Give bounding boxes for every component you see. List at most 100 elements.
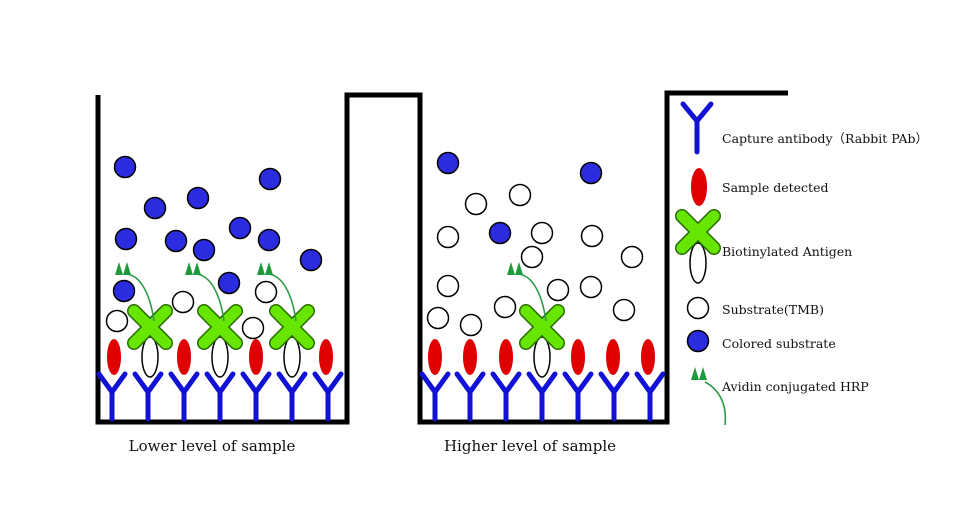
colored-substrate	[114, 227, 138, 251]
capture-antibody-shape	[598, 371, 630, 422]
colored-substrate-icon	[686, 329, 710, 353]
legend-label-antigen: Biotinylated Antigen	[722, 244, 852, 259]
capture-antibody-shape	[132, 371, 164, 422]
sample-detected	[177, 339, 191, 375]
substrate-tmb	[493, 295, 517, 319]
capture-antibody	[96, 371, 128, 422]
colored-substrate	[143, 196, 167, 220]
avidin-hrp	[115, 262, 131, 275]
colored-substrate	[436, 151, 460, 175]
capture-antibody	[598, 371, 630, 422]
antigen-fill	[676, 210, 720, 254]
substrate-tmb	[254, 280, 278, 304]
legend-label-colored: Colored substrate	[722, 336, 836, 351]
legend-label-substrate: Substrate(TMB)	[722, 302, 824, 317]
substrate-tmb	[436, 274, 460, 298]
substrate-tmb	[508, 183, 532, 207]
capture-antibody-shape	[240, 371, 272, 422]
colored-substrate	[257, 228, 281, 252]
substrate-tmb	[459, 313, 483, 337]
colored-substrate	[112, 279, 136, 303]
well-caption-lower: Lower level of sample	[129, 437, 296, 455]
capture-antibody-shape	[276, 371, 308, 422]
substrate-tmb	[105, 309, 129, 333]
substrate-tmb	[241, 316, 265, 340]
capture-antibody-shape	[490, 371, 522, 422]
capture-antibody-shape	[96, 371, 128, 422]
capture-antibody	[312, 371, 344, 422]
capture-antibody	[634, 371, 666, 422]
well-caption-higher: Higher level of sample	[444, 437, 616, 455]
substrate-tmb-icon	[686, 296, 710, 320]
capture-antibody-shape	[562, 371, 594, 422]
substrate-tmb	[612, 298, 636, 322]
capture-antibody	[276, 371, 308, 422]
biotinylated-antigen	[198, 305, 242, 349]
capture-antibody	[419, 371, 451, 422]
antigen-complex	[115, 262, 173, 378]
colored-substrate	[258, 167, 282, 191]
sample-detected	[249, 339, 263, 375]
biotinylated-antigen	[128, 305, 172, 349]
colored-substrate	[299, 248, 323, 272]
well-outline	[95, 90, 788, 425]
colored-substrate	[164, 229, 188, 253]
sample-detected	[319, 339, 333, 375]
capture-antibody-shape	[419, 371, 451, 422]
avidin-hrp	[691, 367, 707, 380]
antigen-stalk	[141, 336, 159, 378]
substrate-tmb	[546, 278, 570, 302]
biotinylated-antigen	[270, 305, 314, 349]
antigen-complex	[257, 262, 315, 378]
antigen-stalk	[689, 242, 707, 284]
colored-substrate	[192, 238, 216, 262]
colored-substrate	[217, 271, 241, 295]
biotinylated-antigen-icon	[675, 209, 721, 284]
substrate-tmb	[580, 224, 604, 248]
capture-antibody-shape	[634, 371, 666, 422]
well-higher	[419, 151, 666, 422]
capture-antibody-shape	[168, 371, 200, 422]
capture-antibody-shape	[312, 371, 344, 422]
capture-antibody-shape	[526, 371, 558, 422]
colored-substrate	[488, 221, 512, 245]
substrate-tmb	[436, 225, 460, 249]
colored-substrate	[228, 216, 252, 240]
substrate-tmb	[171, 290, 195, 314]
capture-antibody-icon	[680, 101, 714, 155]
substrate-tmb	[530, 221, 554, 245]
capture-antibody	[490, 371, 522, 422]
sample-detected	[463, 339, 477, 375]
biotinylated-antigen	[520, 305, 564, 349]
capture-antibody	[132, 371, 164, 422]
sample-detected-icon	[691, 168, 707, 206]
antigen-complex	[507, 262, 565, 378]
antigen-stalk	[533, 336, 551, 378]
avidin-hrp-icon	[691, 367, 727, 426]
sample-detected	[107, 339, 121, 375]
legend-icons	[675, 101, 727, 426]
sample-detected	[428, 339, 442, 375]
sample-detected	[606, 339, 620, 375]
well-content	[96, 151, 666, 422]
colored-substrate	[113, 155, 137, 179]
legend-label-sample: Sample detected	[722, 180, 828, 195]
avidin-hrp	[507, 262, 523, 275]
capture-antibody-shape	[204, 371, 236, 422]
antigen-stalk	[211, 336, 229, 378]
capture-antibody	[204, 371, 236, 422]
sample-detected	[499, 339, 513, 375]
sample-detected	[571, 339, 585, 375]
substrate-tmb	[520, 245, 544, 269]
avidin-hrp	[257, 262, 273, 275]
substrate-tmb	[579, 275, 603, 299]
colored-substrate	[579, 161, 603, 185]
capture-antibody	[562, 371, 594, 422]
antigen-complex	[185, 262, 243, 378]
substrate-tmb	[620, 245, 644, 269]
sample-detected	[641, 339, 655, 375]
substrate-tmb	[464, 192, 488, 216]
legend-label-hrp: Avidin conjugated HRP	[721, 379, 869, 394]
capture-antibody	[168, 371, 200, 422]
